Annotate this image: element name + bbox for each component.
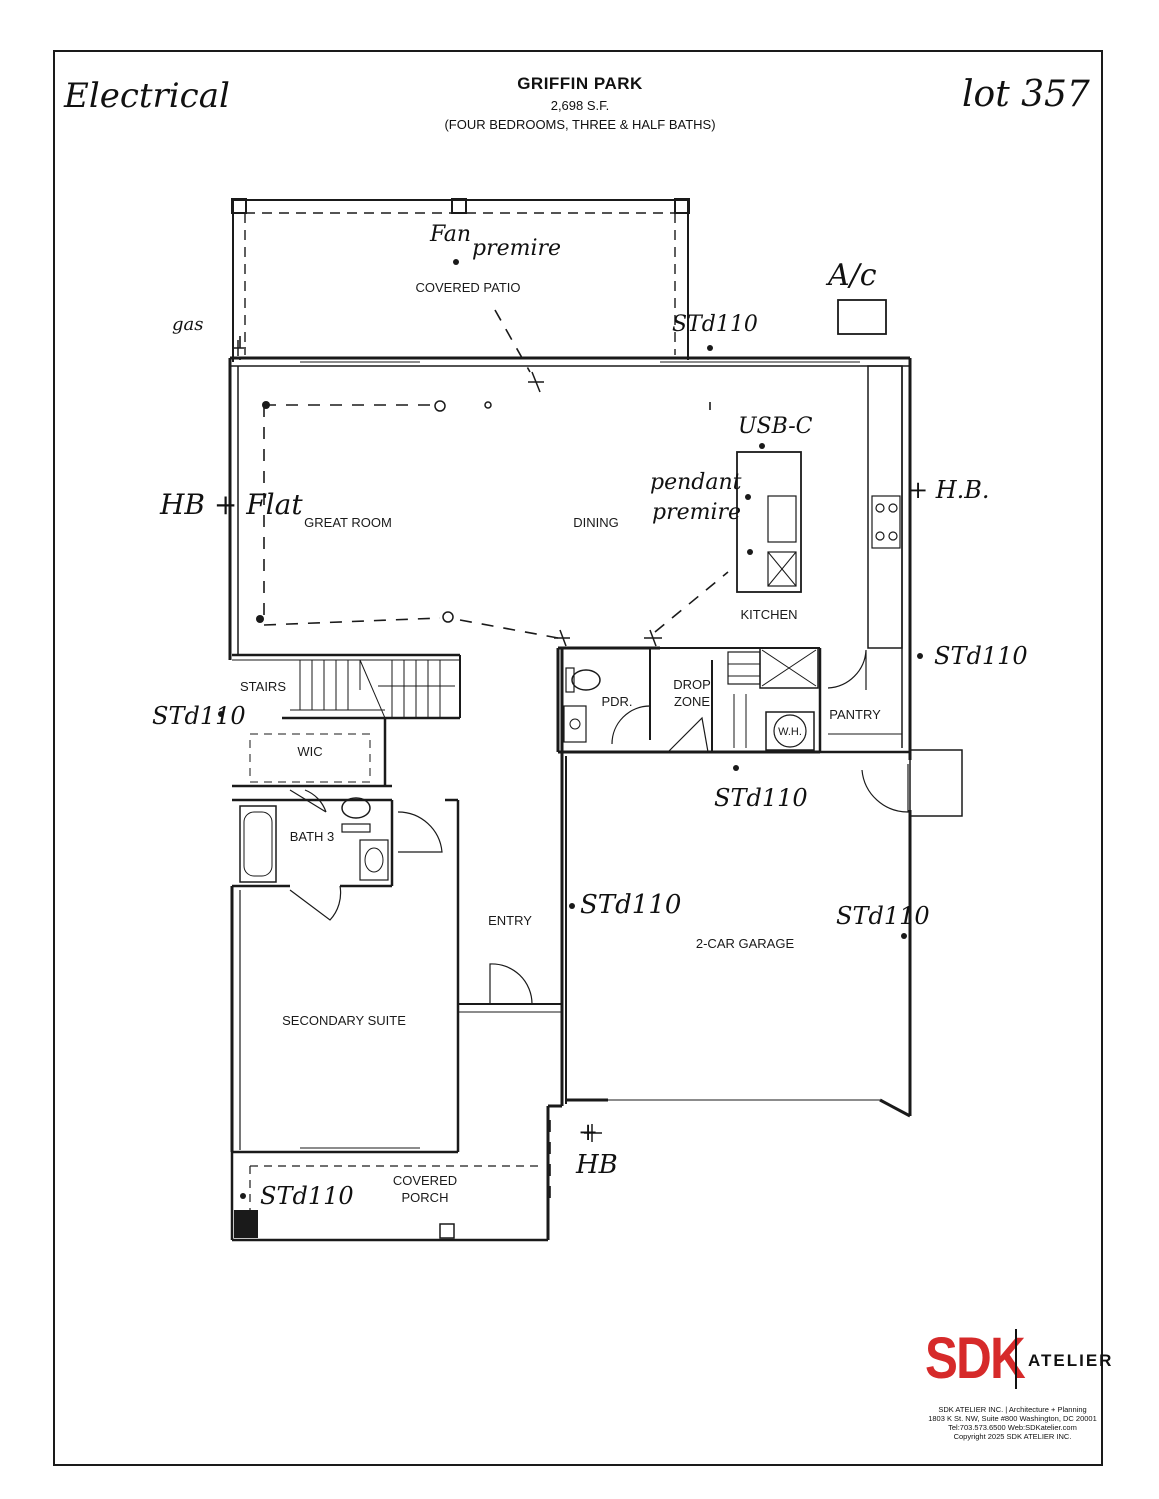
garage-walls [565,749,963,1118]
note-hb-flat: HB + Flat [160,488,303,521]
label-pantry: PANTRY [829,707,881,722]
label-wic: WIC [297,744,322,759]
note-electrical: Electrical [64,76,230,116]
label-dining: DINING [573,515,619,530]
title-block: GRIFFIN PARK 2,698 S.F. (FOUR BEDROOMS, … [420,74,740,132]
note-std-porch: STd110 [260,1182,354,1210]
bath3-walls [232,789,394,921]
kitchen-island [736,451,802,593]
note-fan-premire: premire [472,236,562,261]
wic-walls [232,733,392,788]
label-secondary-suite: SECONDARY SUITE [282,1013,406,1028]
note-std-garage: STd110 [836,902,930,930]
plan-description: (FOUR BEDROOMS, THREE & HALF BATHS) [444,117,716,132]
kitchen-counter [867,365,903,649]
logo-brand: SDK [925,1326,1026,1391]
note-std-patio: STd110 [672,312,758,337]
sdk-atelier-logo: SDK ATELIER SDK ATELIER INC. | Architect… [925,1325,1111,1455]
logo-sub: ATELIER [1028,1351,1114,1370]
note-std-pantry: STd110 [934,642,1028,670]
note-std-entry: STd110 [580,890,682,920]
label-covered-porch-1: COVERED [393,1173,457,1188]
label-great-room: GREAT ROOM [304,515,392,530]
ac-pad [837,299,887,335]
pdr-dropzone-walls [556,646,820,754]
electrical-dashed-runs [239,309,729,1200]
ceiling-lights [434,400,492,623]
note-std-dropzone: STd110 [714,784,808,812]
logo-line-4: Copyright 2025 SDK ATELIER INC. [953,1432,1072,1441]
note-usb-c: USB-C [738,414,813,439]
logo-divider [1015,1329,1017,1389]
label-bath3: BATH 3 [290,829,335,844]
label-entry: ENTRY [488,913,532,928]
note-hb-porch: HB [576,1150,618,1180]
entry-walls [458,648,564,1240]
plan-title: GRIFFIN PARK [517,74,643,93]
switch-symbols [232,340,662,1142]
note-fan: Fan [430,222,472,247]
sheet-border [53,50,1103,1466]
logo-info: SDK ATELIER INC. | Architecture + Planni… [920,1405,1105,1441]
electrical-fixtures [218,259,923,1199]
note-lot-number: lot 357 [962,74,1090,115]
label-covered-patio: COVERED PATIO [416,280,521,295]
covered-patio-outline [231,198,690,362]
logo-line-3: Tel:703.573.6500 Web:SDKatelier.com [948,1423,1077,1432]
secondary-suite-walls [230,798,460,1154]
note-pendant-premire: premire [652,500,742,525]
plan-area: 2,698 S.F. [550,98,610,113]
label-drop-zone-2: ZONE [674,694,710,709]
note-hb-kitchen: + H.B. [908,476,990,504]
label-stairs: STAIRS [240,679,286,694]
logo-line-1: SDK ATELIER INC. | Architecture + Planni… [938,1405,1087,1414]
label-kitchen: KITCHEN [740,607,797,622]
stairs-block [232,653,461,786]
label-water-heater: W.H. [778,726,802,738]
label-covered-porch-2: PORCH [402,1190,449,1205]
note-hb-porch-plus: + [578,1118,599,1146]
pantry-walls [818,648,910,754]
note-pendant: pendant [650,470,742,495]
label-drop-zone-1: DROP [673,677,711,692]
label-pdr: PDR. [601,694,632,709]
covered-porch-outline [230,1152,548,1242]
note-ac: A/c [828,258,877,293]
exterior-walls [228,356,912,760]
label-garage: 2-CAR GARAGE [696,936,795,951]
note-gas: gas [172,314,204,335]
logo-line-2: 1803 K St. NW, Suite #800 Washington, DC… [928,1414,1097,1423]
note-std-stairs: STd110 [152,702,246,730]
